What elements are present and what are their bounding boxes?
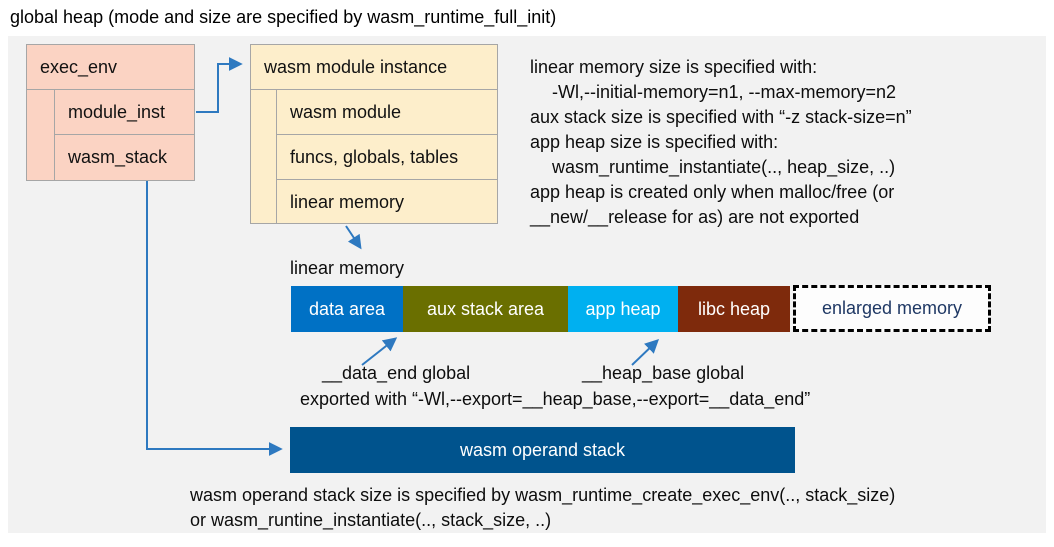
exec-env-row-module-inst: module_inst [54,90,194,135]
annotation-heap-base-global: __heap_base global [582,363,745,383]
module-instance-row-funcs-globals-tables: funcs, globals, tables [276,135,497,180]
bottom-note-line: wasm operand stack size is specified by … [190,485,896,505]
note-line: -Wl,--initial-memory=n1, --max-memory=n2 [552,82,897,102]
bottom-note-line: or wasm_runtine_instantiate(.., stack_si… [190,510,552,530]
module-instance-row-linear-memory: linear memory [276,180,497,224]
diagram-title: global heap (mode and size are specified… [10,7,557,27]
annotation-data-end-global: __data_end global [322,363,471,383]
notes-block: linear memory size is specified with: -W… [530,55,912,230]
segment-aux-stack-area: aux stack area [403,286,568,332]
segment-libc-heap: libc heap [678,286,790,332]
module-instance-box: wasm module instance wasm module funcs, … [250,44,498,224]
exec-env-box: exec_env module_inst wasm_stack [26,44,195,181]
wasm-operand-stack-bar: wasm operand stack [290,427,795,473]
note-line: app heap is created only when malloc/fre… [530,182,895,202]
segment-app-heap: app heap [568,286,678,332]
annotation-exported-with: exported with “-Wl,--export=__heap_base,… [300,389,811,409]
module-instance-header: wasm module instance [251,45,497,90]
note-line: __new/__release for as) are not exported [530,207,860,227]
note-line: aux stack size is specified with “-z sta… [530,107,912,127]
note-line: linear memory size is specified with: [530,57,818,77]
segment-data-area: data area [291,286,403,332]
module-instance-row-wasm-module: wasm module [276,90,497,135]
note-line: wasm_runtime_instantiate(.., heap_size, … [552,157,896,177]
segment-enlarged-memory: enlarged memory [793,285,991,332]
exec-env-header: exec_env [27,45,194,90]
bottom-note: wasm operand stack size is specified by … [190,483,895,533]
linear-memory-label: linear memory [290,258,405,278]
exec-env-row-wasm-stack: wasm_stack [54,135,194,180]
note-line: app heap size is specified with: [530,132,779,152]
